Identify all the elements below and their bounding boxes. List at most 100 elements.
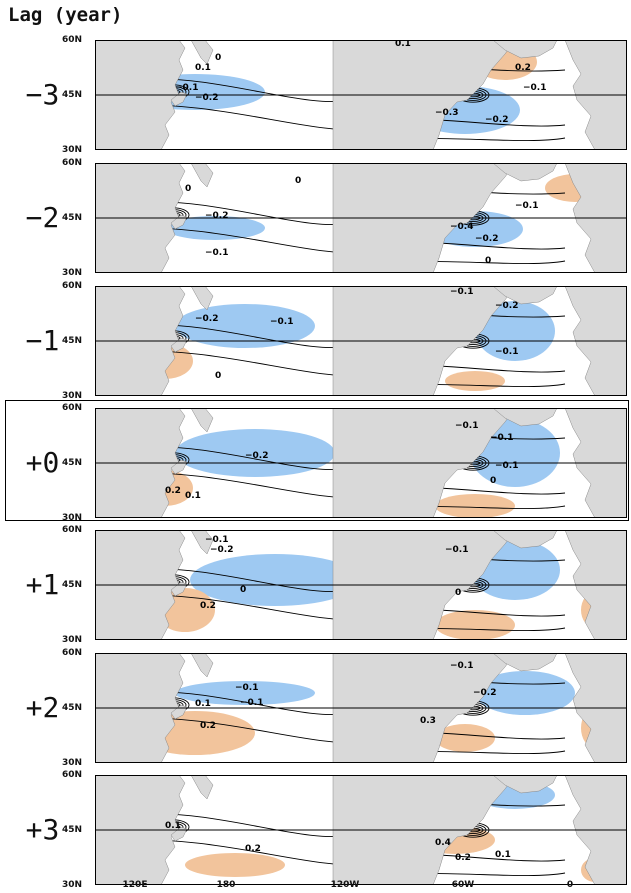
latitude-tick-label: 30N <box>62 268 83 278</box>
negative-anomaly-region <box>175 681 315 705</box>
contour-value-label: 0.1 <box>395 40 411 49</box>
contour-value-label: −0.1 <box>175 83 198 93</box>
map-svg: −0.1−0.20.20−0.10 <box>95 530 627 640</box>
contour-value-label: −0.2 <box>485 115 508 125</box>
negative-anomaly-region <box>190 554 360 606</box>
contour-value-label: −0.1 <box>240 698 263 708</box>
positive-anomaly-region <box>435 494 515 518</box>
land-mass <box>190 775 214 800</box>
latitude-tick-label: 30N <box>62 145 83 155</box>
land-mass <box>190 286 214 311</box>
land-mass <box>492 530 558 549</box>
lag-label: −3 <box>25 78 60 111</box>
land-mass <box>492 286 558 305</box>
contour-value-label: −0.1 <box>490 433 513 443</box>
land-mass <box>190 40 214 65</box>
negative-anomaly-region <box>165 216 265 240</box>
contour-value-label: 0.4 <box>435 838 451 848</box>
lag-label: +2 <box>25 691 60 724</box>
negative-anomaly-region <box>175 304 315 348</box>
land-mass <box>492 408 558 427</box>
latitude-tick-label: 60N <box>62 770 83 780</box>
longitude-tick-label: 0 <box>566 880 574 890</box>
longitude-tick-label: 120E <box>122 880 148 890</box>
contour-value-label: −0.1 <box>495 461 518 471</box>
latitude-tick-label: 60N <box>62 403 83 413</box>
latitude-tick-label: 45N <box>62 825 83 835</box>
contour-value-label: −0.1 <box>515 201 538 211</box>
land-mass <box>492 40 558 59</box>
land-mass <box>190 163 214 188</box>
land-mass <box>492 163 558 182</box>
panel-frame <box>95 286 627 396</box>
latitude-tick-label: 45N <box>62 90 83 100</box>
latitude-tick-label: 30N <box>62 513 83 523</box>
contour-value-label: −0.2 <box>195 314 218 324</box>
map-svg: 0.1 0.2 0.4 0.2 0.1 <box>95 775 627 885</box>
land-mass <box>190 653 214 678</box>
contour-value-label: 0.3 <box>420 716 436 726</box>
map-panel: 0.1 0.2 0.4 0.2 0.1 <box>95 775 627 885</box>
contour-value-label: 0.2 <box>200 721 216 731</box>
longitude-tick-label: 120W <box>330 880 360 890</box>
contour-value-label: 0.1 <box>165 821 181 831</box>
contour-value-label: 0.1 <box>185 491 201 501</box>
land-mass <box>492 775 558 794</box>
latitude-tick-label: 45N <box>62 336 83 346</box>
negative-anomaly-region <box>175 429 335 477</box>
longitude-tick-label: 60W <box>451 880 475 890</box>
contour-value-label: 0 <box>490 476 496 486</box>
contour-value-label: 0 <box>485 256 491 266</box>
panel-frame <box>95 530 627 640</box>
figure-title: Lag (year) <box>8 4 123 26</box>
latitude-tick-label: 45N <box>62 213 83 223</box>
contour-value-label: −0.1 <box>205 535 228 545</box>
contour-value-label: 0.2 <box>515 63 531 73</box>
contour-value-label: −0.1 <box>495 347 518 357</box>
positive-anomaly-region <box>185 853 285 877</box>
contour-value-label: −0.2 <box>210 545 233 555</box>
contour-value-label: −0.2 <box>495 301 518 311</box>
contour-value-label: −0.1 <box>235 683 258 693</box>
contour-value-label: −0.2 <box>475 234 498 244</box>
map-svg: 0.1−0.1−0.20.100.2−0.3−0.1−0.2 <box>95 40 627 150</box>
land-mass <box>190 408 214 433</box>
contour-value-label: 0 <box>185 184 191 194</box>
highlight-box <box>5 400 629 521</box>
positive-anomaly-region <box>445 371 505 391</box>
lag-label: +0 <box>25 446 60 479</box>
contour-value-label: 0.2 <box>245 844 261 854</box>
latitude-tick-label: 45N <box>62 580 83 590</box>
contour-value-label: −0.4 <box>450 222 473 232</box>
contour-value-label: 0.1 <box>495 850 511 860</box>
latitude-tick-label: 30N <box>62 635 83 645</box>
contour-value-label: −0.1 <box>455 421 478 431</box>
panel-frame <box>95 163 627 273</box>
land-mass <box>190 530 214 555</box>
land-mass <box>492 653 558 672</box>
contour-value-label: −0.3 <box>435 108 458 118</box>
contour-value-label: −0.1 <box>270 317 293 327</box>
contour-value-label: 0.2 <box>200 601 216 611</box>
map-svg: 0−0.2−0.10−0.1−0.4−0.20 <box>95 163 627 273</box>
contour-value-label: −0.1 <box>205 248 228 258</box>
contour-value-label: −0.2 <box>195 93 218 103</box>
latitude-tick-label: 45N <box>62 703 83 713</box>
positive-anomaly-region <box>435 610 515 640</box>
contour-value-label: −0.1 <box>450 661 473 671</box>
contour-value-label: 0 <box>295 176 301 186</box>
panel-frame <box>95 40 627 150</box>
contour-value-label: −0.2 <box>473 688 496 698</box>
positive-anomaly-region <box>435 724 495 752</box>
lag-label: +3 <box>25 813 60 846</box>
contour-value-label: 0.2 <box>455 853 471 863</box>
contour-value-label: −0.1 <box>523 83 546 93</box>
contour-value-label: 0 <box>215 371 221 381</box>
